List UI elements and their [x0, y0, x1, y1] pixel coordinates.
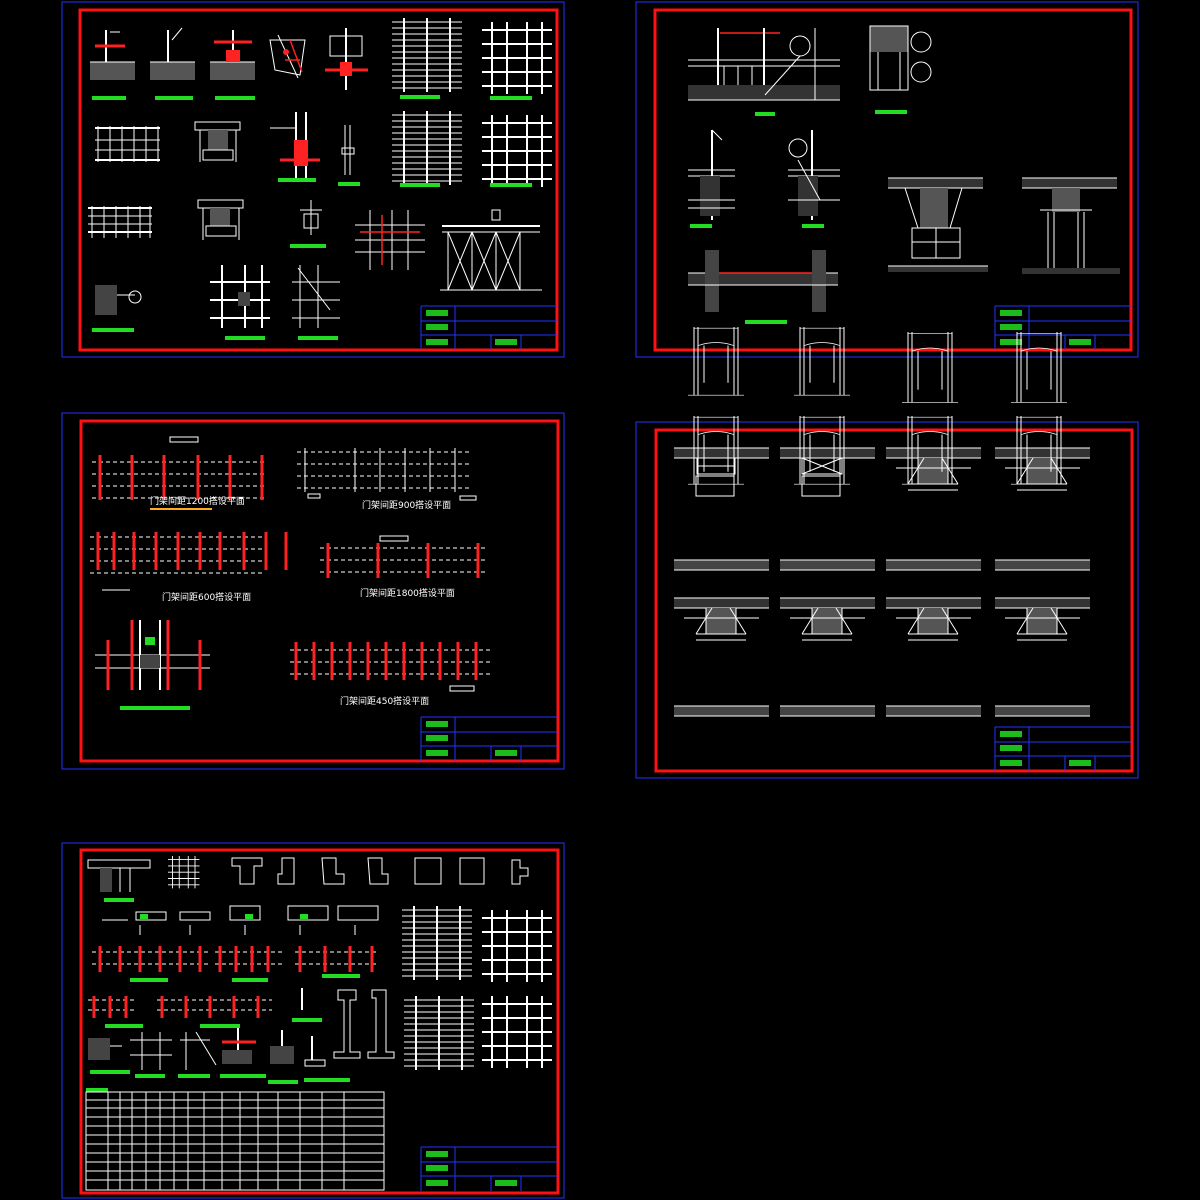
sheet-3-frame [61, 412, 565, 770]
sheet-4-border [654, 428, 1134, 773]
detail-coupler [269, 34, 306, 79]
plan-label-1800: 门架间距1800搭设平面 [360, 587, 455, 599]
section-slab-edge-2 [788, 130, 840, 228]
sheet-5-border [79, 848, 560, 1195]
plan-deck-3 [401, 905, 473, 981]
sheet-5-title-block [420, 1146, 558, 1192]
detail-post-small [338, 125, 360, 186]
plan-grid-3 [481, 909, 553, 983]
plan-spacing-450: 门架间距450搭设平面 [290, 642, 492, 707]
elevation-scaffold-bracing [440, 209, 542, 291]
elevation-railing-2 [88, 206, 152, 238]
plan-deck-1 [391, 17, 463, 93]
sheet-4-title-block [994, 726, 1132, 772]
plan-node-2 [292, 265, 340, 340]
section-beam-support-2 [1021, 177, 1120, 274]
plan-node-1 [210, 265, 270, 340]
section-wall-formwork [688, 28, 840, 116]
elevation-railing-1 [95, 126, 160, 162]
plan-grid-2 [481, 114, 553, 188]
detail-post-red [270, 112, 320, 182]
sheet-3: 门架间距1200搭设平面 门架间距900搭设平面 [61, 412, 565, 770]
detail-column-base-1 [90, 30, 135, 100]
support-elevation-4 [994, 331, 1091, 571]
support-elevation-2 [779, 326, 876, 571]
section-beam-1 [194, 121, 241, 162]
plan-label-450: 门架间距450搭设平面 [340, 695, 429, 707]
sheet-2-frame [635, 1, 1139, 358]
sheet-4 [635, 326, 1139, 779]
plan-grid-1 [481, 21, 553, 95]
sheet-1-title-block [420, 305, 558, 351]
plan-spacing-900: 门架间距900搭设平面 [296, 448, 477, 511]
row-red-plans-1 [92, 946, 378, 982]
sheet-4-frame [635, 421, 1139, 779]
detail-columns-tall [333, 989, 395, 1059]
sheet-2 [635, 1, 1139, 358]
sheet-1 [61, 1, 565, 358]
section-beam-support-1 [887, 177, 988, 272]
support-elevation-3 [885, 331, 982, 571]
section-long-beam [688, 250, 838, 324]
plan-spacing-1200: 门架间距1200搭设平面 [91, 436, 268, 510]
sheet-3-border [79, 419, 560, 763]
row-red-plans-2 [88, 988, 322, 1028]
detail-joint [290, 200, 326, 248]
material-schedule-table [85, 1088, 385, 1191]
section-slab-edge-1 [688, 129, 735, 228]
sheet-5-frame [61, 842, 565, 1199]
plan-grid-4 [481, 995, 553, 1069]
detail-bracket [92, 285, 142, 332]
sheet-2-border [653, 8, 1133, 352]
detail-column-base-3 [210, 30, 255, 100]
plan-scaffold-grid [355, 210, 425, 270]
detail-column-base-2 [150, 27, 195, 100]
row-beam-sections [102, 905, 379, 935]
plan-label-900: 门架间距900搭设平面 [362, 499, 451, 511]
row-column-sections [87, 855, 529, 902]
sheet-1-frame [61, 1, 565, 358]
section-beam-2 [197, 199, 244, 240]
plan-deck-4 [403, 995, 475, 1071]
sheet-2-title-block [994, 305, 1132, 351]
plan-spacing-600: 门架间距600搭设平面 [89, 532, 288, 603]
plan-spacing-1800: 门架间距1800搭设平面 [320, 535, 488, 599]
plan-deck-2 [391, 110, 463, 186]
sheet-5 [61, 842, 565, 1199]
plan-label-600: 门架间距600搭设平面 [162, 591, 251, 603]
plan-label-1200: 门架间距1200搭设平面 [150, 495, 245, 507]
row-small-details [88, 1028, 350, 1084]
section-column-formwork [869, 25, 932, 114]
detail-clamp [325, 28, 368, 90]
support-elevation-1 [673, 326, 770, 571]
sheet-3-title-block [420, 716, 558, 762]
plan-beam-column-node [95, 620, 210, 710]
sheet-1-border [78, 8, 559, 352]
